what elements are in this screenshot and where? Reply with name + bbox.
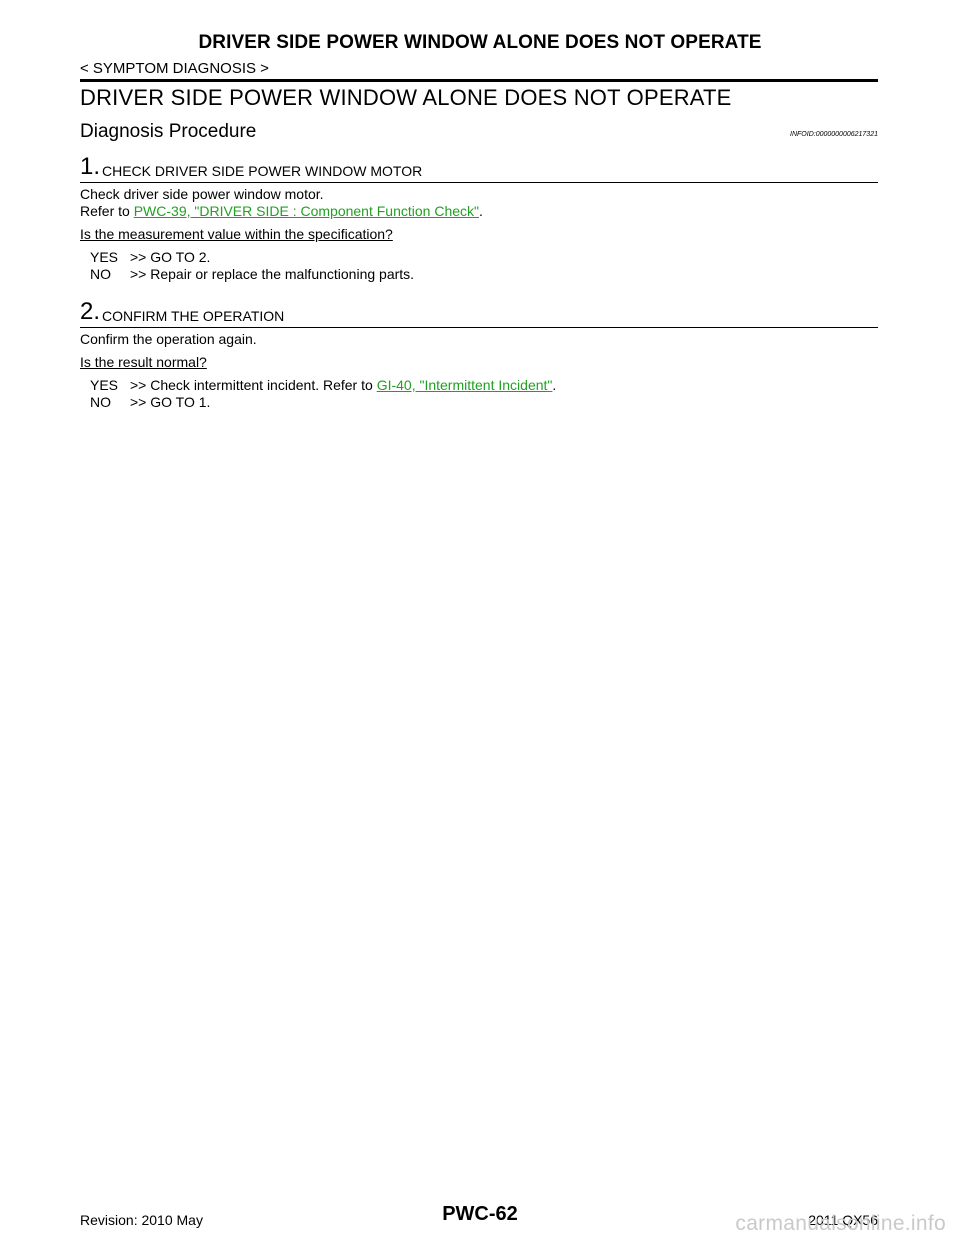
step-2-answer-no: NO >> GO TO 1. [90, 394, 878, 411]
step-2-body: Confirm the operation again. Is the resu… [80, 331, 878, 411]
answer-text: >> GO TO 1. [130, 394, 211, 410]
watermark: carmanualsonline.info [735, 1212, 946, 1235]
footer-model: 2011 QX56 [808, 1212, 878, 1228]
step-2-answers: YES >> Check intermittent incident. Refe… [80, 377, 878, 411]
answer-key: NO [90, 394, 111, 410]
answer-key: NO [90, 266, 111, 282]
step-2-header: 2. CONFIRM THE OPERATION [80, 297, 878, 328]
page-title: DRIVER SIDE POWER WINDOW ALONE DOES NOT … [80, 85, 732, 110]
step-2-number: 2. [80, 298, 101, 325]
answer-key: YES [90, 249, 119, 265]
step-2-refer-link[interactable]: GI-40, "Intermittent Incident" [376, 377, 553, 393]
step-1-answer-no: NO >> Repair or replace the malfunctioni… [90, 266, 878, 283]
step-1: 1. CHECK DRIVER SIDE POWER WINDOW MOTOR … [80, 152, 878, 283]
step-2-instruction: Confirm the operation again. [80, 331, 257, 347]
section-breadcrumb: < SYMPTOM DIAGNOSIS > [80, 60, 269, 77]
answer-key: YES [90, 377, 119, 393]
running-title: DRIVER SIDE POWER WINDOW ALONE DOES NOT … [198, 32, 762, 53]
footer-revision: Revision: 2010 May [80, 1212, 203, 1228]
step-2: 2. CONFIRM THE OPERATION Confirm the ope… [80, 297, 878, 411]
step-1-refer-link[interactable]: PWC-39, "DRIVER SIDE : Component Functio… [133, 203, 479, 219]
step-1-number: 1. [80, 153, 101, 180]
step-1-question: Is the measurement value within the spec… [80, 226, 393, 242]
section-subtitle: Diagnosis Procedure [80, 121, 257, 142]
answer-text-prefix: >> Check intermittent incident. Refer to [130, 377, 377, 393]
answer-text-suffix: . [552, 377, 557, 393]
footer-page-number: PWC-62 [442, 1203, 518, 1225]
step-1-instruction: Check driver side power window motor. [80, 186, 324, 202]
answer-text: >> Repair or replace the malfunctioning … [130, 266, 415, 282]
step-2-title: CONFIRM THE OPERATION [102, 308, 285, 324]
step-1-refer-prefix: Refer to [80, 203, 134, 219]
step-1-header: 1. CHECK DRIVER SIDE POWER WINDOW MOTOR [80, 152, 878, 183]
answer-text: >> GO TO 2. [130, 249, 211, 265]
step-1-reference: Refer to PWC-39, "DRIVER SIDE : Componen… [80, 203, 878, 220]
step-1-refer-suffix: . [479, 203, 483, 219]
answer-text: >> Check intermittent incident. Refer to… [130, 377, 556, 394]
step-2-question: Is the result normal? [80, 354, 207, 370]
header-rule [80, 79, 878, 82]
step-1-answers: YES >> GO TO 2. NO >> Repair or replace … [80, 249, 878, 283]
step-1-body: Check driver side power window motor. Re… [80, 186, 878, 283]
step-1-title: CHECK DRIVER SIDE POWER WINDOW MOTOR [102, 163, 423, 179]
info-id: INFOID:0000000006217321 [790, 131, 878, 138]
step-2-answer-yes: YES >> Check intermittent incident. Refe… [90, 377, 878, 394]
step-1-answer-yes: YES >> GO TO 2. [90, 249, 878, 266]
